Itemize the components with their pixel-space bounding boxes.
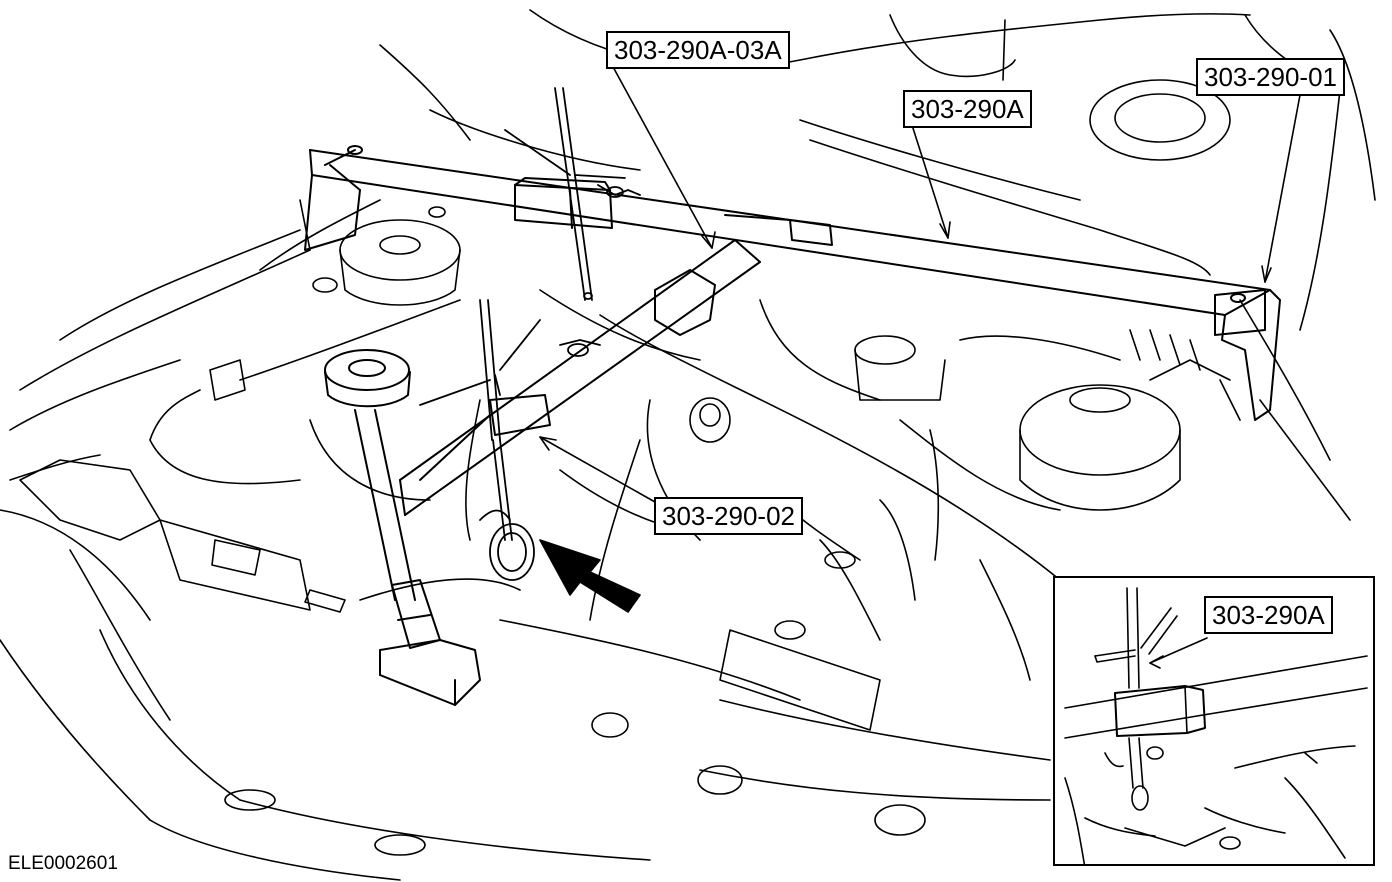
- callout-engine-support-bar: 303-290A: [903, 90, 1032, 128]
- engine-support-bar: [304, 145, 1281, 421]
- direction-arrow: [539, 539, 641, 613]
- support-leg-assembly: [324, 349, 481, 706]
- callout-support-bracket: 303-290A-03A: [606, 31, 790, 69]
- callout-support-leg: 303-290-01: [1196, 58, 1345, 96]
- inset-detail-drawing: [1064, 587, 1368, 864]
- leader-lines: [539, 64, 1301, 581]
- figure-id: ELE0002601: [8, 853, 118, 874]
- cross-support-bar: [399, 239, 761, 516]
- hook-rods: [419, 87, 641, 581]
- vehicle-body-outline: [0, 9, 1376, 881]
- callout-inset-support-bar: 303-290A: [1204, 596, 1333, 634]
- callout-lifting-bracket: 303-290-02: [654, 497, 803, 535]
- engine-components: [149, 206, 1241, 681]
